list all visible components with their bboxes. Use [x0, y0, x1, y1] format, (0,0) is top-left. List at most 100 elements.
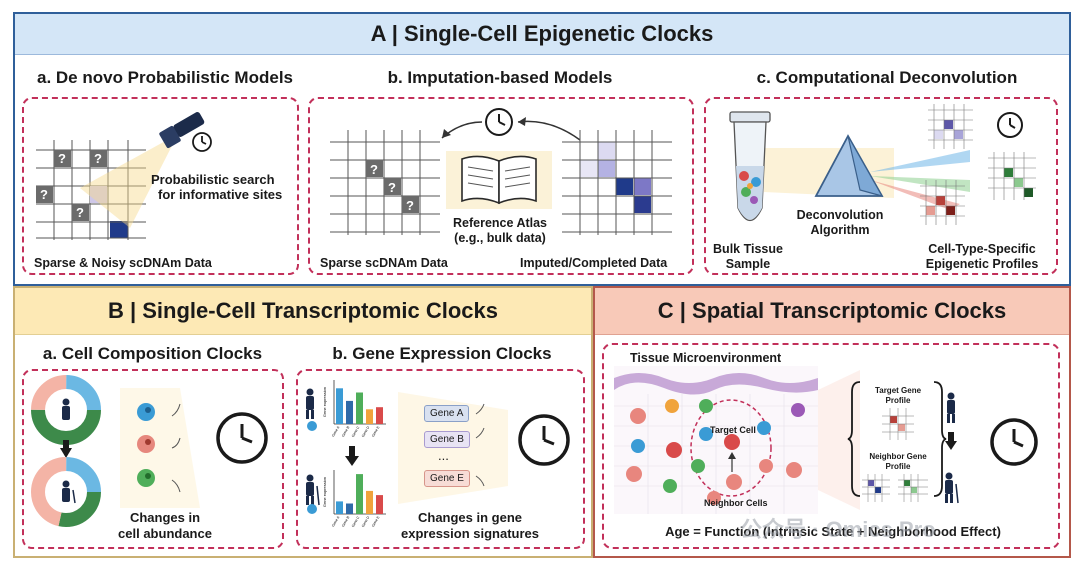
clock-icon	[990, 418, 1038, 466]
clock-icon	[518, 414, 570, 466]
mini-cell-icon	[307, 504, 317, 514]
a-a-box	[22, 97, 299, 275]
cell-abundance-caption-2: cell abundance	[118, 526, 212, 541]
chart-tick-label: Gene B	[341, 515, 351, 528]
chart-ylabel: Gene expression	[322, 477, 327, 507]
mini-cell-icon	[307, 421, 317, 431]
person-old-icon	[306, 474, 320, 506]
clock-icon	[192, 132, 212, 152]
a-b-box	[308, 97, 694, 275]
a-c-box	[704, 97, 1058, 275]
section-c-header: C | Spatial Transcriptomic Clocks	[595, 288, 1069, 335]
cell-icons-a	[120, 388, 200, 508]
person-old-icon	[945, 472, 959, 504]
imputed-data-label: Imputed/Completed Data	[520, 256, 668, 270]
q-mark: ?	[58, 151, 66, 166]
tissue-map	[614, 366, 818, 514]
section-a: A | Single-Cell Epigenetic Clocks	[13, 12, 1071, 286]
target-profile-label-1: Target Gene	[874, 386, 922, 395]
imputation-arrows	[441, 117, 581, 141]
chart-bar	[376, 495, 383, 514]
chart-tick-label: Gene C	[351, 515, 361, 528]
person-young-icon	[306, 388, 314, 419]
profile-funnel	[818, 370, 860, 510]
target-profile-grid	[882, 408, 914, 440]
q-mark: ?	[406, 198, 414, 213]
a-a-title: a. De novo Probabilistic Models	[37, 68, 293, 87]
down-arrow-icon	[945, 432, 957, 450]
imputed-grid	[562, 130, 672, 235]
c-box	[602, 343, 1060, 549]
chart-tick-label: Gene E	[371, 515, 381, 528]
section-b-title: B | Single-Cell Transcriptomic Clocks	[107, 298, 499, 323]
gene-list-item: Gene A	[424, 405, 470, 422]
right-brace	[933, 381, 947, 497]
watermark: 公众号 · Omics Pro	[740, 517, 936, 542]
section-a-header: A | Single-Cell Epigenetic Clocks	[15, 14, 1069, 55]
composition-rings	[31, 375, 101, 527]
bulk-sample-label: Sample	[725, 257, 771, 271]
chart-tick-label: Gene D	[361, 425, 371, 438]
neighbor-cells-label: Neighbor Cells	[704, 498, 768, 508]
flashlight-icon	[159, 112, 205, 149]
reference-atlas-label: Reference Atlas	[452, 216, 548, 230]
q-mark: ?	[388, 180, 396, 195]
gene-list-item: Gene B	[424, 431, 470, 448]
a-b-title: b. Imputation-based Models	[387, 68, 613, 87]
q-mark: ?	[370, 162, 378, 177]
section-a-title: A | Single-Cell Epigenetic Clocks	[370, 21, 714, 46]
b-a-box	[22, 369, 284, 549]
chart-bar	[376, 407, 383, 424]
chart-bar	[336, 501, 343, 514]
chart-tick-label: Gene C	[351, 425, 361, 438]
sparse-grid-b	[330, 130, 440, 235]
chart-bar	[366, 409, 373, 424]
b-b-title: b. Gene Expression Clocks	[332, 344, 552, 363]
clock-icon	[485, 108, 513, 136]
gene-signature-caption-2: expression signatures	[401, 526, 539, 541]
q-mark: ?	[76, 205, 84, 220]
gene-list-item: Gene E	[424, 470, 470, 487]
probabilistic-search-label: Probabilistic search	[151, 172, 275, 187]
down-arrow-icon	[345, 446, 359, 466]
informative-sites-label: for informative sites	[158, 187, 283, 202]
q-mark: ?	[40, 187, 48, 202]
chart-bar	[346, 400, 353, 424]
sparse-data-label: Sparse scDNAm Data	[320, 256, 448, 270]
neighbor-profile-label-1: Neighbor Gene	[869, 452, 927, 461]
profile-grid-blue	[928, 104, 973, 149]
book-icon	[446, 151, 552, 209]
chart-tick-label: Gene A	[331, 515, 341, 528]
algorithm-label: Algorithm	[810, 223, 870, 237]
tube-icon	[729, 111, 894, 222]
gene-signature-caption-1: Changes in gene	[417, 510, 523, 525]
flashlight-beam	[80, 134, 178, 228]
chart-tick-label: Gene D	[361, 515, 371, 528]
deconvolution-label: Deconvolution	[796, 208, 884, 222]
chart-ylabel: Gene expression	[322, 387, 327, 417]
profile-grid-green	[988, 152, 1036, 200]
chart-bar	[356, 392, 363, 424]
cell-type-specific-label: Cell-Type-Specific	[928, 242, 1036, 256]
left-brace	[847, 381, 861, 497]
bulk-data-label: (e.g., bulk data)	[454, 231, 546, 245]
section-b-header: B | Single-Cell Transcriptomic Clocks	[15, 288, 591, 335]
neighbor-profile-label-2: Profile	[885, 462, 911, 471]
a-c-title: c. Computational Deconvolution	[756, 68, 1018, 87]
b-a-title: a. Cell Composition Clocks	[42, 344, 263, 363]
sparse-grid-a	[36, 140, 146, 240]
chart-bar	[356, 474, 363, 514]
q-mark: ?	[94, 151, 102, 166]
chart-bar	[346, 503, 353, 514]
profile-grid-red	[920, 180, 965, 225]
b-b-box	[296, 369, 585, 549]
epigenetic-profiles-label: Epigenetic Profiles	[925, 257, 1039, 271]
bulk-tissue-label: Bulk Tissue	[713, 242, 783, 256]
grid-cell-highlight	[110, 221, 128, 238]
clock-icon	[216, 412, 268, 464]
clock-icon	[997, 112, 1023, 138]
target-profile-label-2: Profile	[885, 396, 911, 405]
person-young-icon	[947, 392, 955, 423]
